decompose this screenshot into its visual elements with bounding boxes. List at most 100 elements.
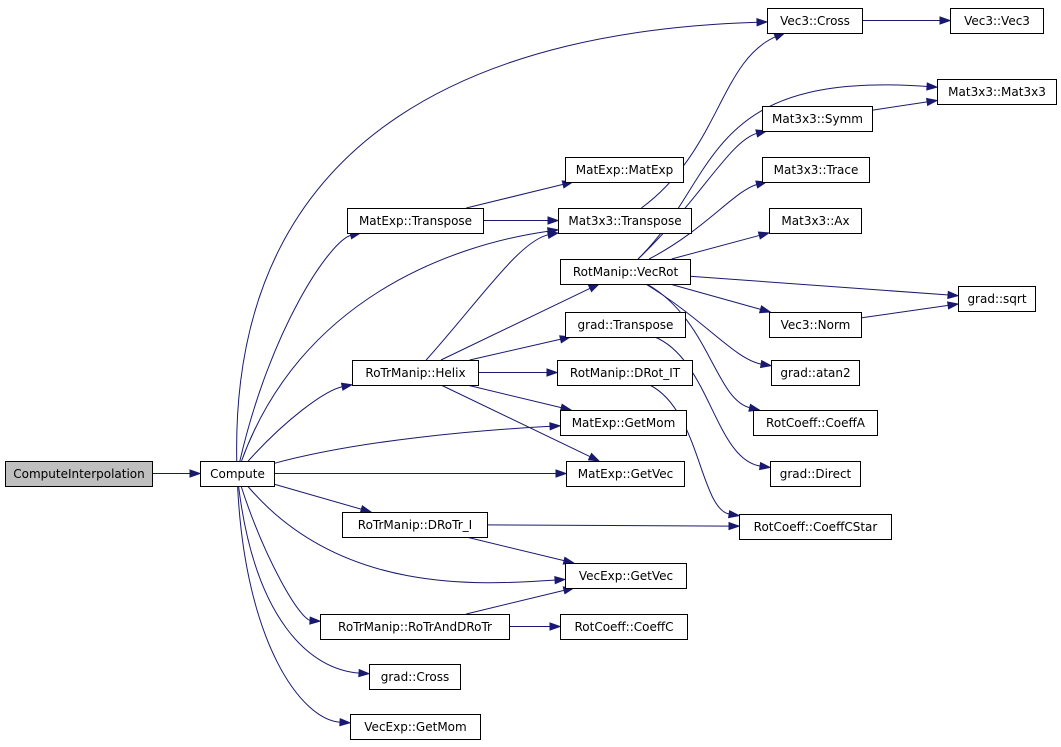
- node-Vec3Norm[interactable]: Vec3::Norm: [769, 312, 862, 338]
- node-Mat3x3Trace[interactable]: Mat3x3::Trace: [762, 157, 870, 183]
- edge-Vec3Norm-to-gradsqrt: [860, 304, 950, 319]
- arrowhead-Compute-to-MatExpGetMom: [549, 422, 562, 431]
- edge-RotManipVecRot-to-Mat3x3Trace: [648, 183, 758, 260]
- node-box: [950, 8, 1044, 34]
- node-Mat3x3Mat3x3[interactable]: Mat3x3::Mat3x3: [937, 79, 1057, 105]
- edge-RoTrManipHelix-to-MatExpGetVec: [440, 384, 592, 458]
- arrowhead-RotManipVecRot-to-Vec3Norm: [758, 305, 772, 314]
- edge-Mat3x3Symm-to-Mat3x3Mat3x3: [871, 101, 929, 111]
- node-label: MatExp::MatExp: [576, 163, 674, 177]
- node-box: [342, 512, 488, 538]
- node-MatExpGetMom[interactable]: MatExp::GetMom: [560, 410, 687, 436]
- node-box: [557, 360, 693, 386]
- node-Mat3x3Symm[interactable]: Mat3x3::Symm: [762, 106, 873, 132]
- arrowhead-Mat3x3Transpose-to-Vec3Cross: [773, 32, 786, 41]
- edge-Mat3x3Transpose-to-Vec3Cross: [641, 36, 777, 209]
- node-RotManipDRotIT[interactable]: RotManip::DRot_IT: [557, 360, 693, 386]
- node-box: [350, 714, 481, 740]
- node-label: grad::Direct: [780, 467, 852, 481]
- node-RotCoeffCoeffCStar[interactable]: RotCoeff::CoeffCStar: [739, 514, 892, 540]
- arrowhead-gradTranspose-to-gradDirect: [759, 461, 772, 471]
- node-VecExpGetVec[interactable]: VecExp::GetVec: [565, 563, 687, 589]
- node-box: [770, 461, 861, 487]
- node-RoTrManipDRoTrI[interactable]: RoTrManip::DRoTr_I: [342, 512, 488, 538]
- node-Compute[interactable]: Compute: [200, 461, 275, 487]
- node-gradCross[interactable]: grad::Cross: [369, 664, 461, 690]
- node-box: [762, 106, 873, 132]
- node-VecExpGetMom[interactable]: VecExp::GetMom: [350, 714, 481, 740]
- node-Vec3Vec3[interactable]: Vec3::Vec3: [950, 8, 1044, 34]
- node-box: [558, 208, 692, 234]
- node-MatExpTranspose[interactable]: MatExp::Transpose: [347, 208, 484, 234]
- node-box: [937, 79, 1057, 105]
- node-gradsqrt[interactable]: grad::sqrt: [958, 286, 1036, 312]
- node-box: [5, 461, 153, 487]
- node-box: [565, 563, 687, 589]
- arrowhead-Compute-to-gradCross: [358, 668, 371, 678]
- node-label: Mat3x3::Ax: [781, 214, 849, 228]
- node-box: [369, 664, 461, 690]
- node-MatExpGetVec[interactable]: MatExp::GetVec: [566, 461, 685, 487]
- arrowhead-Vec3Cross-to-Vec3Vec3: [939, 16, 952, 25]
- edge-Compute-to-RoTrManipRoTrAndDRoTr: [240, 485, 312, 622]
- node-box: [352, 360, 479, 386]
- edge-RoTrManipHelix-to-gradTranspose: [469, 338, 562, 361]
- edge-Compute-to-MatExpGetMom: [273, 425, 552, 464]
- node-RoTrManipHelix[interactable]: RoTrManip::Helix: [352, 360, 479, 386]
- arrowhead-Compute-to-RoTrManipRoTrAndDRoTr: [309, 616, 322, 625]
- node-RotCoeffCoeffA[interactable]: RotCoeff::CoeffA: [753, 410, 878, 436]
- node-label: RoTrManip::DRoTr_I: [358, 518, 472, 532]
- edges-layer: [152, 16, 960, 727]
- edge-RotManipVecRot-to-Mat3x3Ax: [671, 234, 761, 260]
- node-label: Mat3x3::Mat3x3: [948, 85, 1046, 99]
- edge-gradTranspose-to-gradDirect: [654, 336, 762, 467]
- node-box: [565, 157, 684, 183]
- edge-RotManipVecRot-to-Mat3x3Symm: [637, 132, 758, 260]
- node-label: VecExp::GetMom: [364, 720, 466, 734]
- edge-Compute-to-RoTrManipHelix: [247, 385, 344, 462]
- node-gradDirect[interactable]: grad::Direct: [770, 461, 861, 487]
- node-Vec3Cross[interactable]: Vec3::Cross: [767, 8, 863, 34]
- node-label: grad::Cross: [381, 670, 450, 684]
- node-label: MatExp::Transpose: [359, 214, 472, 228]
- node-box: [200, 461, 275, 487]
- node-RoTrManipRoTrAndDRoTr[interactable]: RoTrManip::RoTrAndDRoTr: [320, 614, 510, 640]
- node-label: Mat3x3::Trace: [774, 163, 859, 177]
- node-box: [739, 514, 892, 540]
- node-label: Mat3x3::Transpose: [568, 214, 681, 228]
- arrowhead-Vec3Norm-to-gradsqrt: [947, 301, 960, 310]
- node-MatExpMatExp[interactable]: MatExp::MatExp: [565, 157, 684, 183]
- edge-RotManipDRotIT-to-RotCoeffCoeffCStar: [649, 384, 731, 515]
- node-box: [565, 312, 686, 338]
- arrowhead-RoTrManipHelix-to-RotManipDRotIT: [546, 368, 559, 377]
- node-label: Vec3::Cross: [780, 14, 850, 28]
- arrowhead-ComputeInterpolation-to-Compute: [189, 469, 202, 478]
- node-label: ComputeInterpolation: [13, 467, 145, 481]
- edge-Compute-to-VecExpGetVec: [247, 485, 557, 584]
- node-label: Vec3::Norm: [781, 318, 851, 332]
- node-label: grad::sqrt: [967, 292, 1026, 306]
- arrowhead-RoTrManipRoTrAndDRoTr-to-RotCoeffCoeffC: [549, 622, 562, 631]
- node-label: Mat3x3::Symm: [772, 112, 863, 126]
- node-label: RotCoeff::CoeffCStar: [754, 520, 878, 534]
- node-label: RotManip::VecRot: [573, 265, 679, 279]
- node-box: [771, 360, 860, 386]
- node-Mat3x3Transpose[interactable]: Mat3x3::Transpose: [558, 208, 692, 234]
- node-RotManipVecRot[interactable]: RotManip::VecRot: [560, 259, 691, 285]
- node-label: RotCoeff::CoeffA: [766, 416, 866, 430]
- arrowhead-Compute-to-RoTrManipHelix: [340, 382, 354, 391]
- edge-RoTrManipDRoTrI-to-VecExpGetVec: [466, 536, 566, 562]
- node-Mat3x3Ax[interactable]: Mat3x3::Ax: [769, 208, 862, 234]
- node-RotCoeffCoeffC[interactable]: RotCoeff::CoeffC: [560, 614, 688, 640]
- edge-Compute-to-Vec3Cross: [236, 21, 759, 462]
- node-gradatan2[interactable]: grad::atan2: [771, 360, 860, 386]
- arrowhead-RotManipVecRot-to-Mat3x3Mat3x3: [926, 82, 939, 91]
- node-ComputeInterpolation[interactable]: ComputeInterpolation: [5, 461, 153, 487]
- arrowhead-RotManipDRotIT-to-RotCoeffCoeffCStar: [728, 509, 741, 519]
- node-gradTranspose[interactable]: grad::Transpose: [565, 312, 686, 338]
- node-box: [560, 259, 691, 285]
- edge-RoTrManipHelix-to-MatExpGetMom: [466, 384, 563, 409]
- edge-RoTrManipRoTrAndDRoTr-to-VecExpGetVec: [466, 589, 566, 615]
